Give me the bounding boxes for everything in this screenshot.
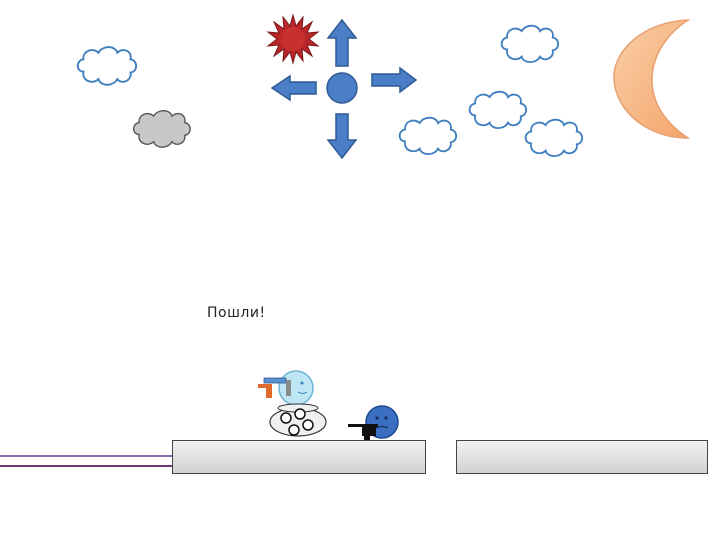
arrow-left-icon[interactable]: [270, 74, 317, 102]
cloud-icon: [500, 24, 560, 64]
sun-icon: [266, 13, 320, 65]
scene-caption: Пошли!: [207, 305, 266, 321]
enemy-character-icon[interactable]: [346, 404, 402, 442]
arrow-down-icon[interactable]: [326, 113, 358, 160]
player-character-icon[interactable]: [256, 370, 332, 440]
direction-arrows-icon[interactable]: [270, 18, 418, 160]
center-button-icon[interactable]: [326, 72, 358, 104]
arrow-right-icon[interactable]: [371, 66, 418, 94]
rail-line: [0, 465, 172, 467]
cloud-icon: [524, 118, 584, 158]
cloud-icon: [76, 46, 138, 86]
cloud-icon: [132, 109, 191, 148]
platform-left: [172, 440, 426, 474]
arrow-up-icon[interactable]: [326, 18, 358, 67]
cloud-icon: [468, 90, 528, 130]
moon-icon: [613, 19, 691, 139]
rail-line: [0, 455, 172, 457]
platform-right: [456, 440, 708, 474]
